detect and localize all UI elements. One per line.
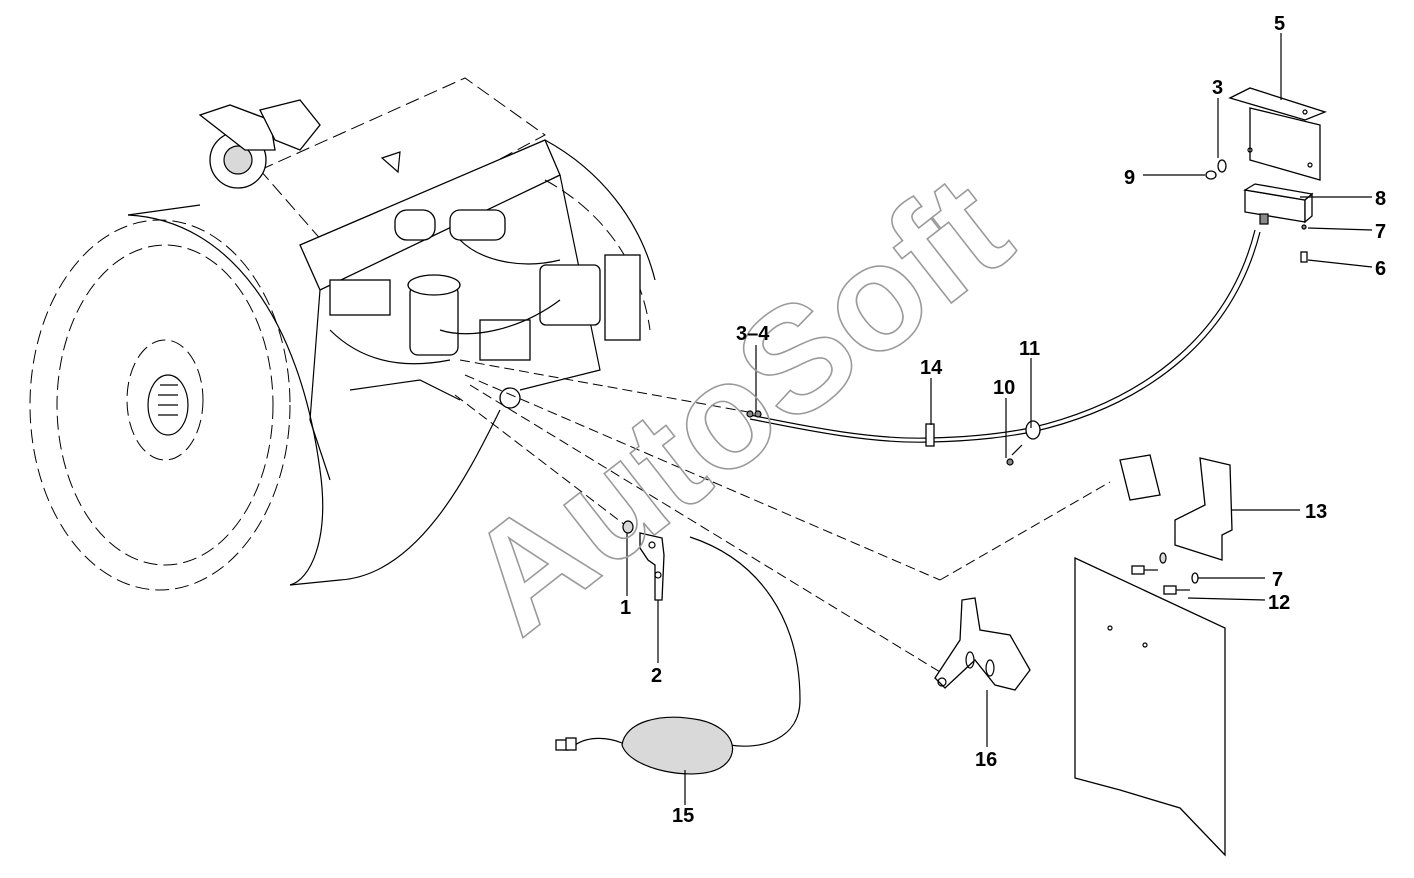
callout-labels: 5 3 9 8 7 6 3–4 14 11 10 13 7 12 1 2 16 … — [620, 13, 1386, 827]
callout-1: 1 — [620, 597, 631, 619]
callout-3: 3 — [1212, 77, 1223, 99]
callout-9: 9 — [1124, 167, 1135, 189]
dashed-leader-lines — [454, 359, 1111, 676]
callout-11: 11 — [1019, 338, 1040, 360]
callout-13: 13 — [1305, 501, 1327, 523]
callout-5: 5 — [1274, 13, 1285, 35]
callout-8: 8 — [1375, 188, 1386, 210]
cover-13 — [1119, 454, 1233, 561]
callout-12: 12 — [1268, 592, 1290, 614]
callout-leaders — [626, 33, 1373, 805]
bolts-12 — [1131, 552, 1199, 595]
callout-14: 14 — [920, 357, 943, 379]
engine-assembly — [29, 77, 656, 591]
callout-7-bottom: 7 — [1272, 569, 1283, 591]
small-fasteners — [1205, 159, 1308, 263]
bracket-2 — [622, 520, 665, 601]
callout-6: 6 — [1375, 258, 1386, 280]
sensor-unit-8 — [1243, 183, 1314, 225]
sensor-cable — [746, 229, 1261, 466]
bracket-16 — [934, 597, 1031, 691]
callout-10: 10 — [993, 377, 1015, 399]
callout-16: 16 — [975, 749, 997, 771]
mounting-bracket-5 — [1228, 87, 1327, 181]
callout-2: 2 — [651, 665, 662, 687]
callout-3-4: 3–4 — [736, 323, 770, 345]
side-panel — [1074, 556, 1226, 857]
callout-7-top: 7 — [1375, 221, 1386, 243]
callout-15: 15 — [672, 805, 694, 827]
watermark: AutoSoft — [436, 143, 1038, 665]
wiring-harness-15 — [555, 536, 801, 775]
